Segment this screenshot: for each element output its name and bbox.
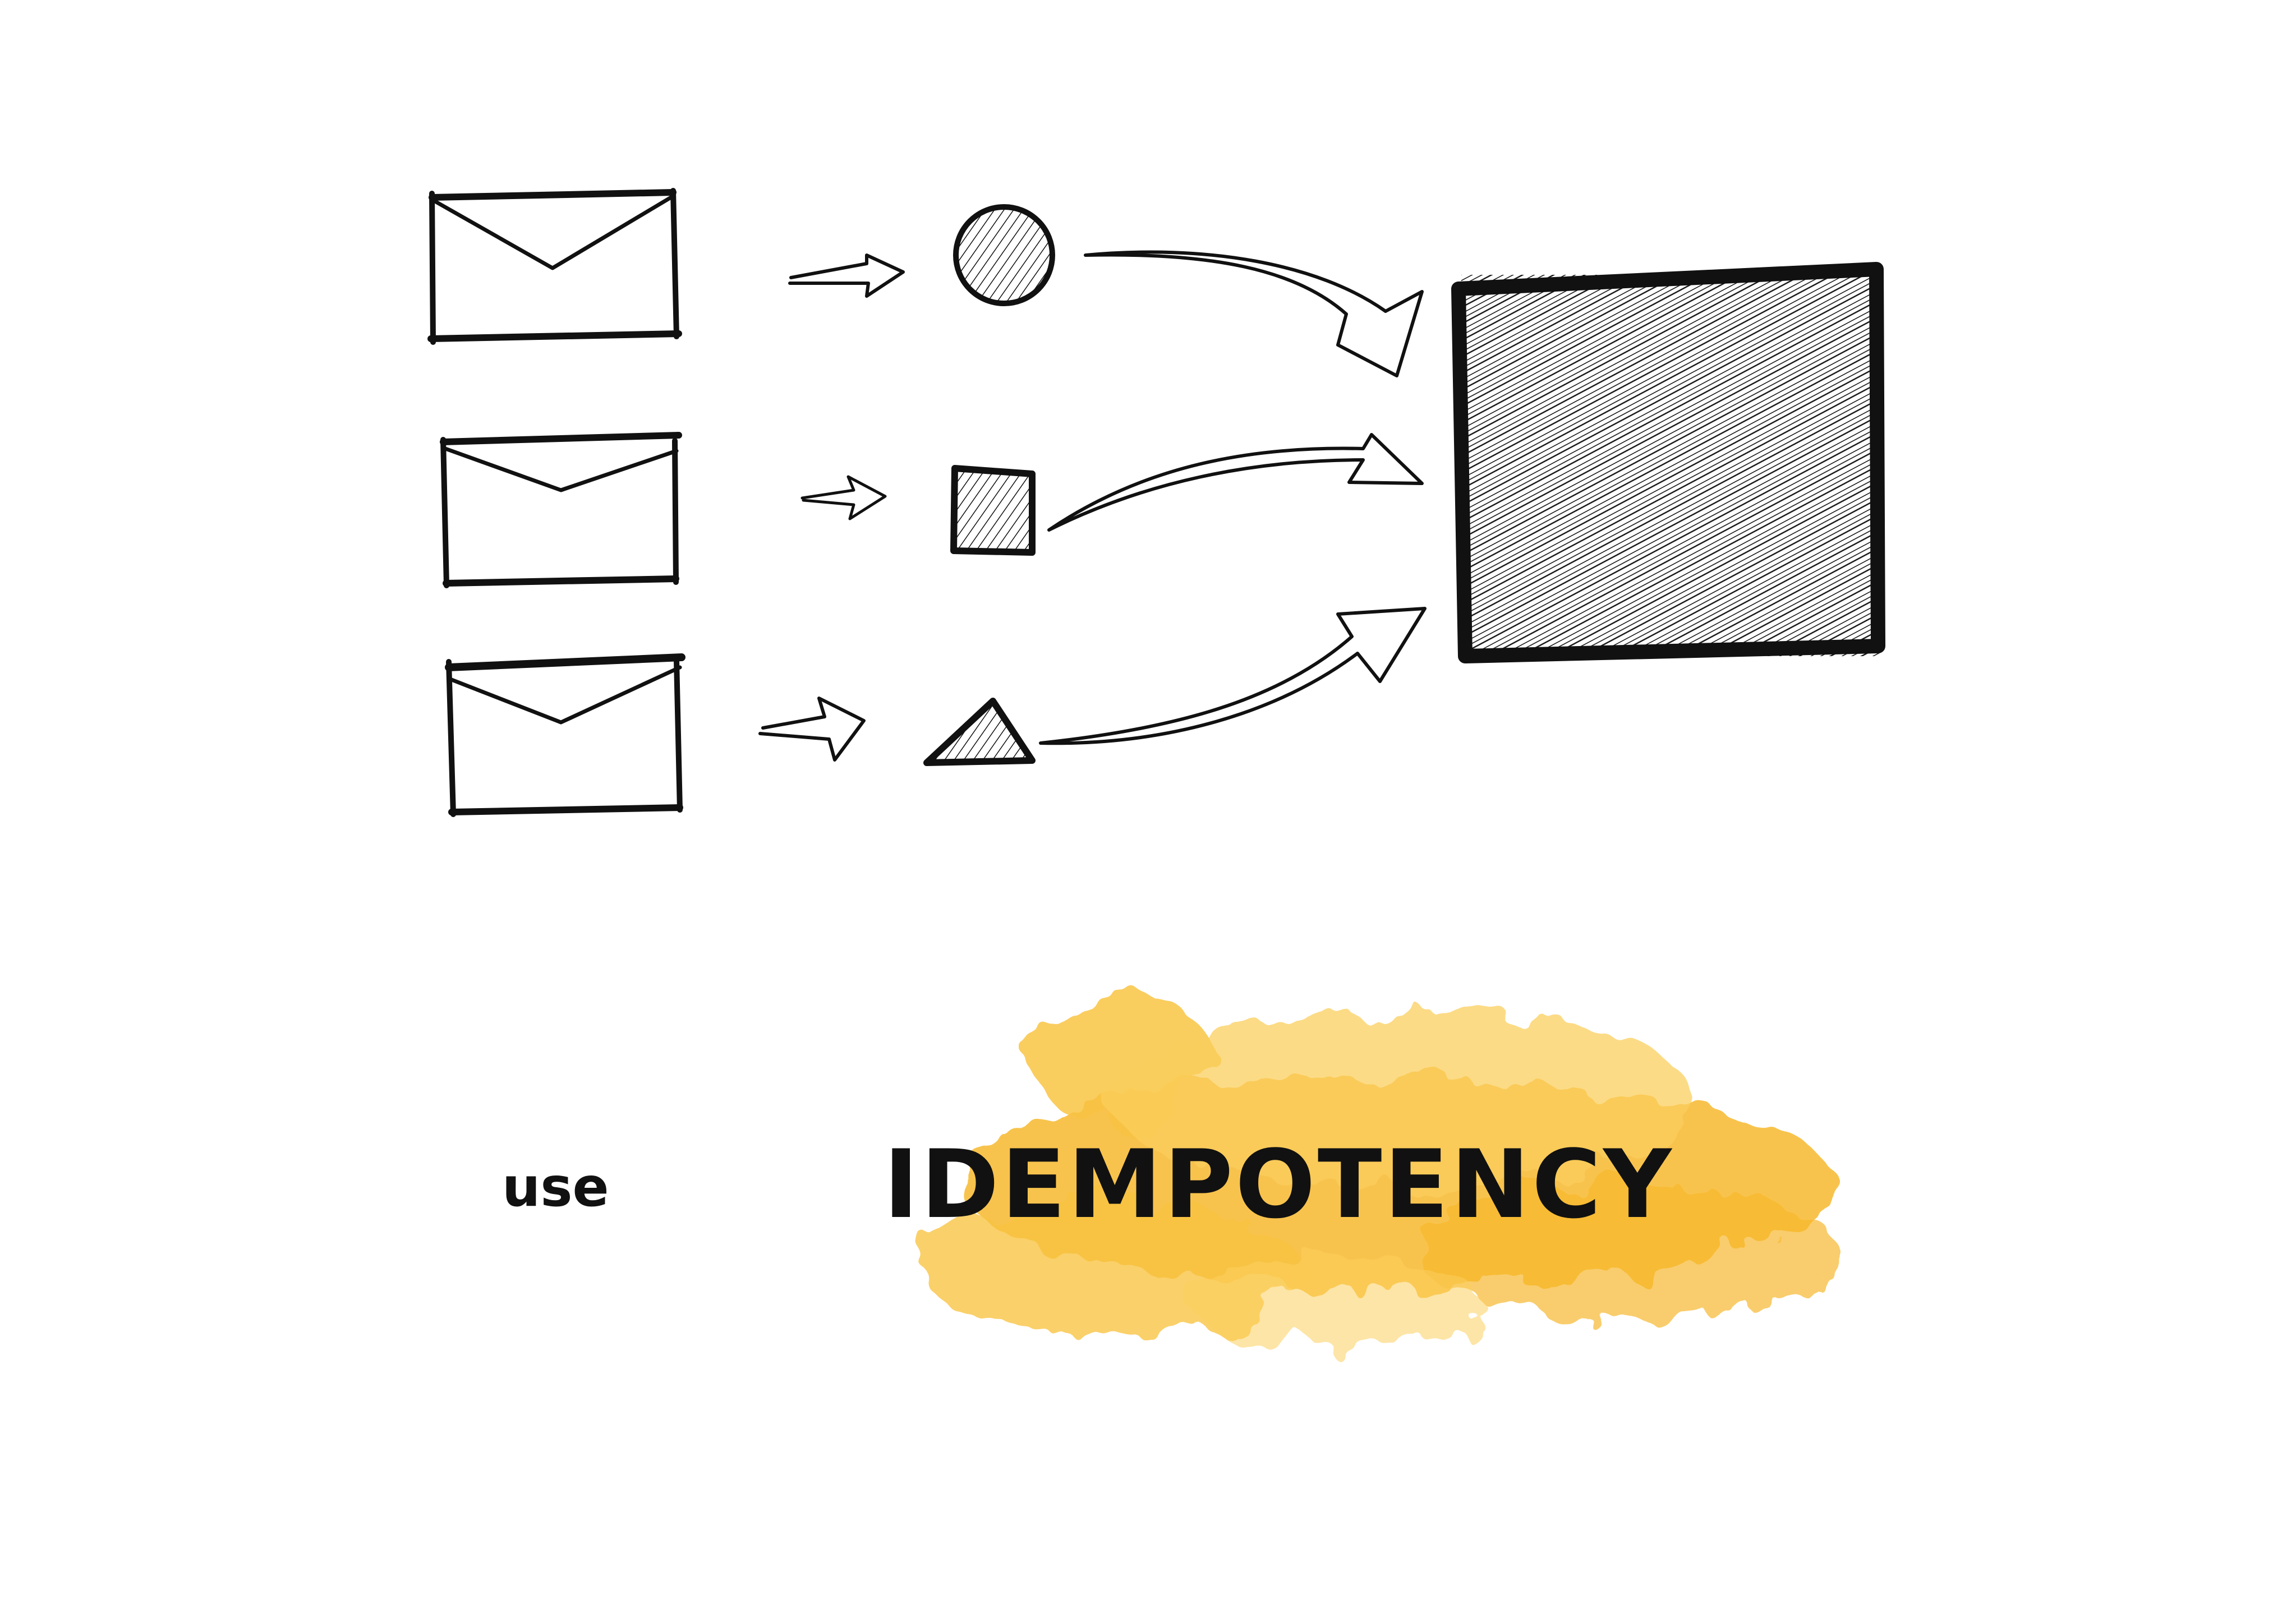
curved-arrow-icon-3 <box>1039 607 1427 745</box>
envelope-icon-3 <box>445 653 685 817</box>
hatched-square-icon <box>1451 262 1885 663</box>
curved-arrow-icon-2 <box>1047 433 1424 532</box>
circle-icon <box>953 204 1055 306</box>
curved-arrow-icon-1 <box>1084 250 1424 377</box>
square-icon <box>950 465 1036 556</box>
arrow-icon-2 <box>800 475 887 520</box>
highlight-splash <box>920 993 1840 1346</box>
arrow-icon-3 <box>758 697 866 762</box>
arrow-icon-1 <box>788 253 905 298</box>
caption-keyword: IDEMPOTENCY <box>884 1129 1674 1239</box>
caption-prefix: use <box>502 1156 609 1219</box>
envelope-icon-2 <box>440 432 682 588</box>
envelope-icon-1 <box>427 188 682 345</box>
triangle-icon <box>923 698 1036 766</box>
